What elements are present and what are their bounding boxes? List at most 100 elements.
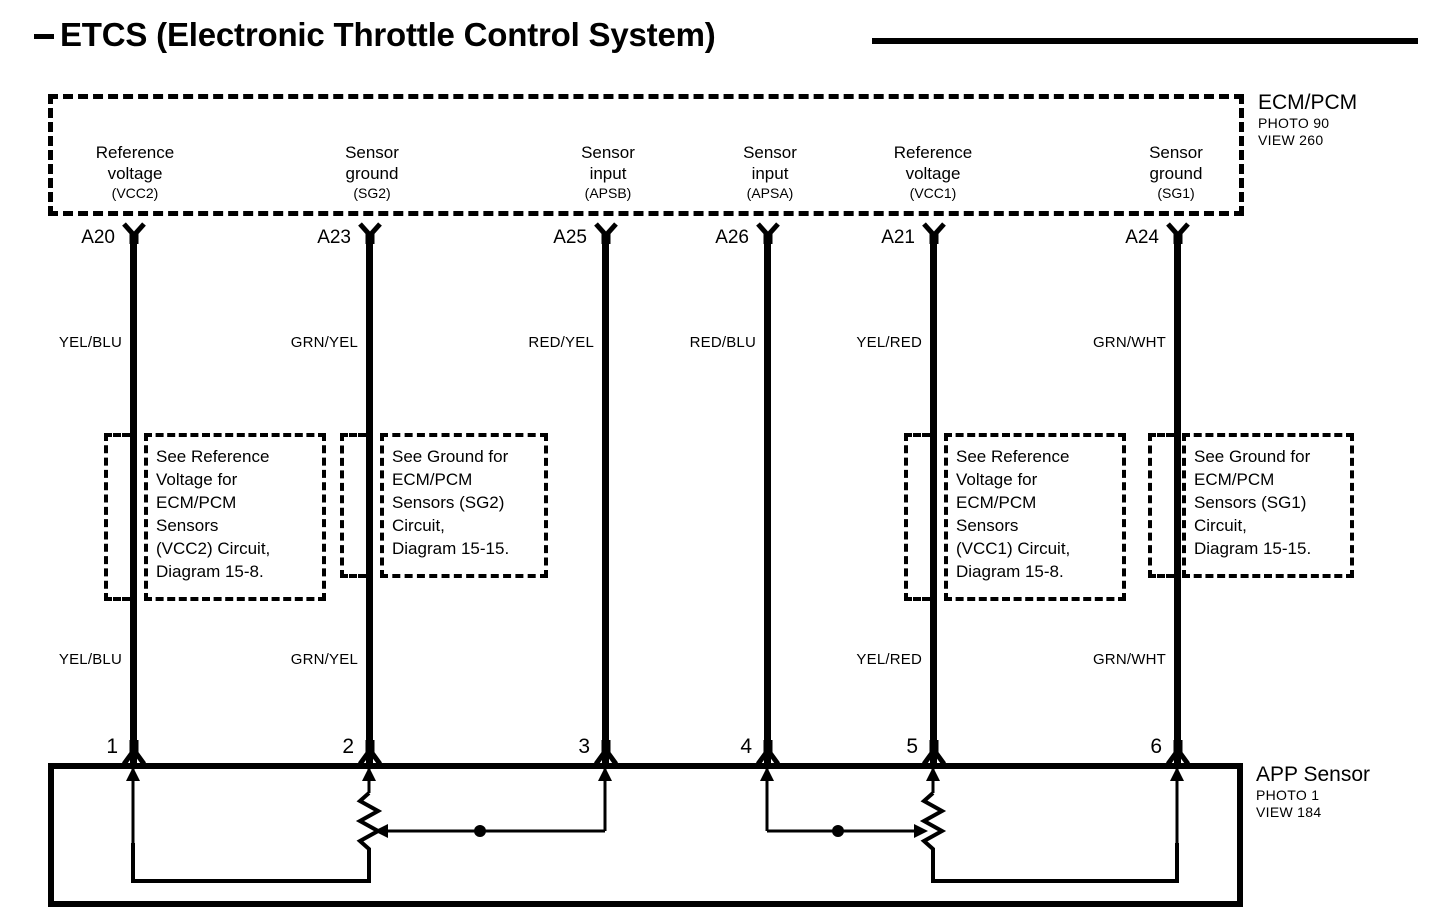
ecm-pin-number-a23: A23	[317, 227, 351, 248]
terminal-y-icon-pin4	[755, 740, 781, 771]
title-rule-divider	[872, 38, 1418, 44]
note-bracket-vcc2	[104, 433, 130, 601]
app-sensor-caption: APP Sensor PHOTO 1 VIEW 184	[1256, 762, 1436, 821]
page-title: ETCS (Electronic Throttle Control System…	[60, 16, 716, 53]
wire-vertical-5	[930, 240, 937, 765]
note-line: Diagram 15-15.	[1194, 539, 1312, 558]
note-line: See Reference	[156, 447, 270, 466]
ecm-pin-code: (APSA)	[746, 185, 794, 201]
wire-color-top-1: YEL/BLU	[58, 334, 122, 351]
junction-dot-left	[474, 825, 486, 837]
ecm-pin-code: (APSB)	[584, 185, 632, 201]
ecm-caption-title: ECM/PCM	[1258, 91, 1358, 114]
ecm-pin-code: (SG1)	[1157, 185, 1195, 201]
app-connector-pin-number-2: 2	[342, 735, 354, 758]
note-bracket-sg2	[340, 433, 366, 578]
ecm-pin-name-line2: voltage	[905, 164, 961, 183]
title-leading-dash-icon	[34, 34, 54, 39]
wire-color-top-5: YEL/RED	[856, 334, 922, 351]
wire-color-top-6: GRN/WHT	[1092, 334, 1166, 351]
ecm-pin-label-apsb: Sensor input (APSB)	[528, 142, 688, 203]
wiper-arrow-left	[374, 824, 388, 838]
ecm-pin-number-a21: A21	[881, 227, 915, 248]
ecm-pin-number-a25: A25	[553, 227, 587, 248]
note-line: Voltage for	[156, 470, 238, 489]
note-line: See Reference	[956, 447, 1070, 466]
wire-color-top-4: RED/BLU	[689, 334, 756, 351]
note-line: Circuit,	[392, 516, 445, 535]
ecm-pin-name-line2: voltage	[107, 164, 163, 183]
ecm-pin-code: (VCC1)	[909, 185, 957, 201]
ecm-caption-view: VIEW 260	[1258, 132, 1324, 148]
app-caption-photo: PHOTO 1	[1256, 787, 1320, 803]
app-connector-pin-number-1: 1	[106, 735, 118, 758]
note-line: ECM/PCM	[956, 493, 1037, 512]
ecm-pin-name-line1: Sensor	[345, 143, 399, 162]
ecm-pin-label-sg2: Sensor ground (SG2)	[292, 142, 452, 203]
note-box-vcc1: See Reference Voltage for ECM/PCM Sensor…	[944, 433, 1126, 601]
ecm-pin-number-a20: A20	[81, 227, 115, 248]
ecm-pin-name-line2: input	[751, 164, 789, 183]
note-box-sg2: See Ground for ECM/PCM Sensors (SG2) Cir…	[380, 433, 548, 578]
app-connector-pin-number-4: 4	[740, 735, 752, 758]
app-caption-title: APP Sensor	[1256, 763, 1371, 786]
note-box-sg1: See Ground for ECM/PCM Sensors (SG1) Cir…	[1182, 433, 1354, 578]
terminal-y-icon-a20	[121, 222, 147, 244]
wire-color-bottom-5: YEL/RED	[856, 651, 922, 668]
terminal-y-icon-a21	[921, 222, 947, 244]
ecm-pin-label-vcc2: Reference voltage (VCC2)	[55, 142, 215, 203]
note-line: Diagram 15-15.	[392, 539, 510, 558]
terminal-y-icon-pin6	[1165, 740, 1191, 771]
note-bracket-vcc1	[904, 433, 930, 601]
wire-vertical-3	[602, 240, 609, 765]
ecm-pin-label-apsa: Sensor input (APSA)	[690, 142, 850, 203]
ecm-pin-code: (SG2)	[353, 185, 391, 201]
wiper-arrow-right	[914, 824, 928, 838]
terminal-y-icon-a23	[357, 222, 383, 244]
ecm-pin-name-line1: Sensor	[581, 143, 635, 162]
wire-color-bottom-1: YEL/BLU	[58, 651, 122, 668]
app-connector-pin-number-3: 3	[578, 735, 590, 758]
app-connector-pin-number-6: 6	[1150, 735, 1162, 758]
wire-vertical-4	[764, 240, 771, 765]
ecm-pin-name-line2: ground	[1149, 164, 1203, 183]
note-line: Voltage for	[956, 470, 1038, 489]
diagram-title-bar: ETCS (Electronic Throttle Control System…	[34, 12, 1418, 60]
note-line: (VCC1) Circuit,	[956, 539, 1071, 558]
ecm-pin-label-vcc1: Reference voltage (VCC1)	[852, 142, 1014, 203]
app-connector-pin-number-5: 5	[906, 735, 918, 758]
ecm-pcm-module-box	[48, 94, 1244, 216]
note-line: Diagram 15-8.	[156, 562, 264, 581]
wire-vertical-6	[1174, 240, 1181, 765]
terminal-y-icon-pin2	[357, 740, 383, 771]
note-line: Sensors (SG1)	[1194, 493, 1307, 512]
ecm-pin-name-line2: ground	[345, 164, 399, 183]
note-line: See Ground for	[392, 447, 509, 466]
ecm-pin-name-line1: Sensor	[743, 143, 797, 162]
ecm-pin-name-line1: Sensor	[1149, 143, 1203, 162]
note-line: ECM/PCM	[156, 493, 237, 512]
wire-color-bottom-2: GRN/YEL	[290, 651, 358, 668]
ecm-pcm-caption: ECM/PCM PHOTO 90 VIEW 260	[1258, 90, 1438, 149]
note-line: ECM/PCM	[392, 470, 473, 489]
ecm-caption-photo: PHOTO 90	[1258, 115, 1330, 131]
terminal-y-icon-a26	[755, 222, 781, 244]
terminal-y-icon-pin3	[593, 740, 619, 771]
terminal-y-icon-a24	[1165, 222, 1191, 244]
ecm-pin-number-a26: A26	[715, 227, 749, 248]
ecm-pin-name-line1: Reference	[893, 143, 973, 162]
note-line: Sensors	[956, 516, 1019, 535]
terminal-y-icon-pin1	[121, 740, 147, 771]
app-sensor-internal-circuit	[126, 767, 1184, 883]
ecm-pin-name-line1: Reference	[95, 143, 175, 162]
app-caption-view: VIEW 184	[1256, 804, 1322, 820]
junction-dot-right	[832, 825, 844, 837]
ecm-pin-name-line2: input	[589, 164, 627, 183]
note-bracket-sg1	[1148, 433, 1174, 578]
note-line: Sensors (SG2)	[392, 493, 505, 512]
note-line: Diagram 15-8.	[956, 562, 1064, 581]
ecm-pin-label-sg1: Sensor ground (SG1)	[1096, 142, 1256, 203]
note-line: Circuit,	[1194, 516, 1247, 535]
note-line: See Ground for	[1194, 447, 1311, 466]
wire-vertical-1	[130, 240, 137, 765]
